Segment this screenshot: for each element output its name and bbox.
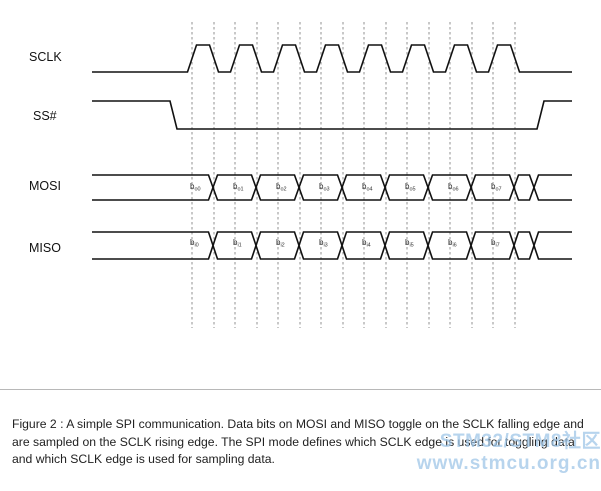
spi-timing-diagram: SCLK SS# MOSI MISO bo0 bo1 bo2 bo3 bo4 bo5 bo6…: [29, 22, 572, 328]
caption-divider: [0, 389, 601, 390]
miso-bit-label: bi6: [448, 238, 457, 249]
signal-label-miso: MISO: [29, 241, 61, 255]
sclk-waveform: [92, 44, 572, 73]
miso-waveform: [92, 231, 572, 260]
ss-waveform: [92, 100, 572, 130]
mosi-bit-label: bo1: [233, 182, 244, 193]
miso-bit-label: bi1: [233, 238, 242, 249]
signal-label-mosi: MOSI: [29, 179, 61, 193]
mosi-waveform: [92, 174, 572, 201]
mosi-bit-label: bo7: [491, 182, 502, 193]
miso-bit-label: bi3: [319, 238, 328, 249]
mosi-bit-labels: bo0 bo1 bo2 bo3 bo4 bo5 bo6 bo7: [190, 182, 502, 193]
mosi-bit-label: bo4: [362, 182, 373, 193]
miso-bit-label: bi4: [362, 238, 371, 249]
clock-edge-guide-lines: [191, 22, 516, 328]
figure-caption: Figure 2 : A simple SPI communication. D…: [12, 417, 584, 466]
bus-top-edge: [92, 174, 572, 188]
mosi-bit-label: bo6: [448, 182, 459, 193]
mosi-bit-label: bo5: [405, 182, 416, 193]
miso-bit-label: bi7: [491, 238, 500, 249]
mosi-bit-label: bo2: [276, 182, 287, 193]
miso-bit-label: bi0: [190, 238, 199, 249]
bus-top-edge: [92, 231, 572, 246]
mosi-bit-label: bo0: [190, 182, 201, 193]
mosi-bit-label: bo3: [319, 182, 330, 193]
miso-bit-label: bi5: [405, 238, 414, 249]
miso-bit-labels: bi0 bi1 bi2 bi3 bi4 bi5 bi6 bi7: [190, 238, 500, 249]
signal-label-sclk: SCLK: [29, 50, 62, 64]
miso-bit-label: bi2: [276, 238, 285, 249]
bus-bottom-edge: [92, 245, 572, 260]
bus-bottom-edge: [92, 187, 572, 201]
signal-label-ss: SS#: [33, 109, 57, 123]
